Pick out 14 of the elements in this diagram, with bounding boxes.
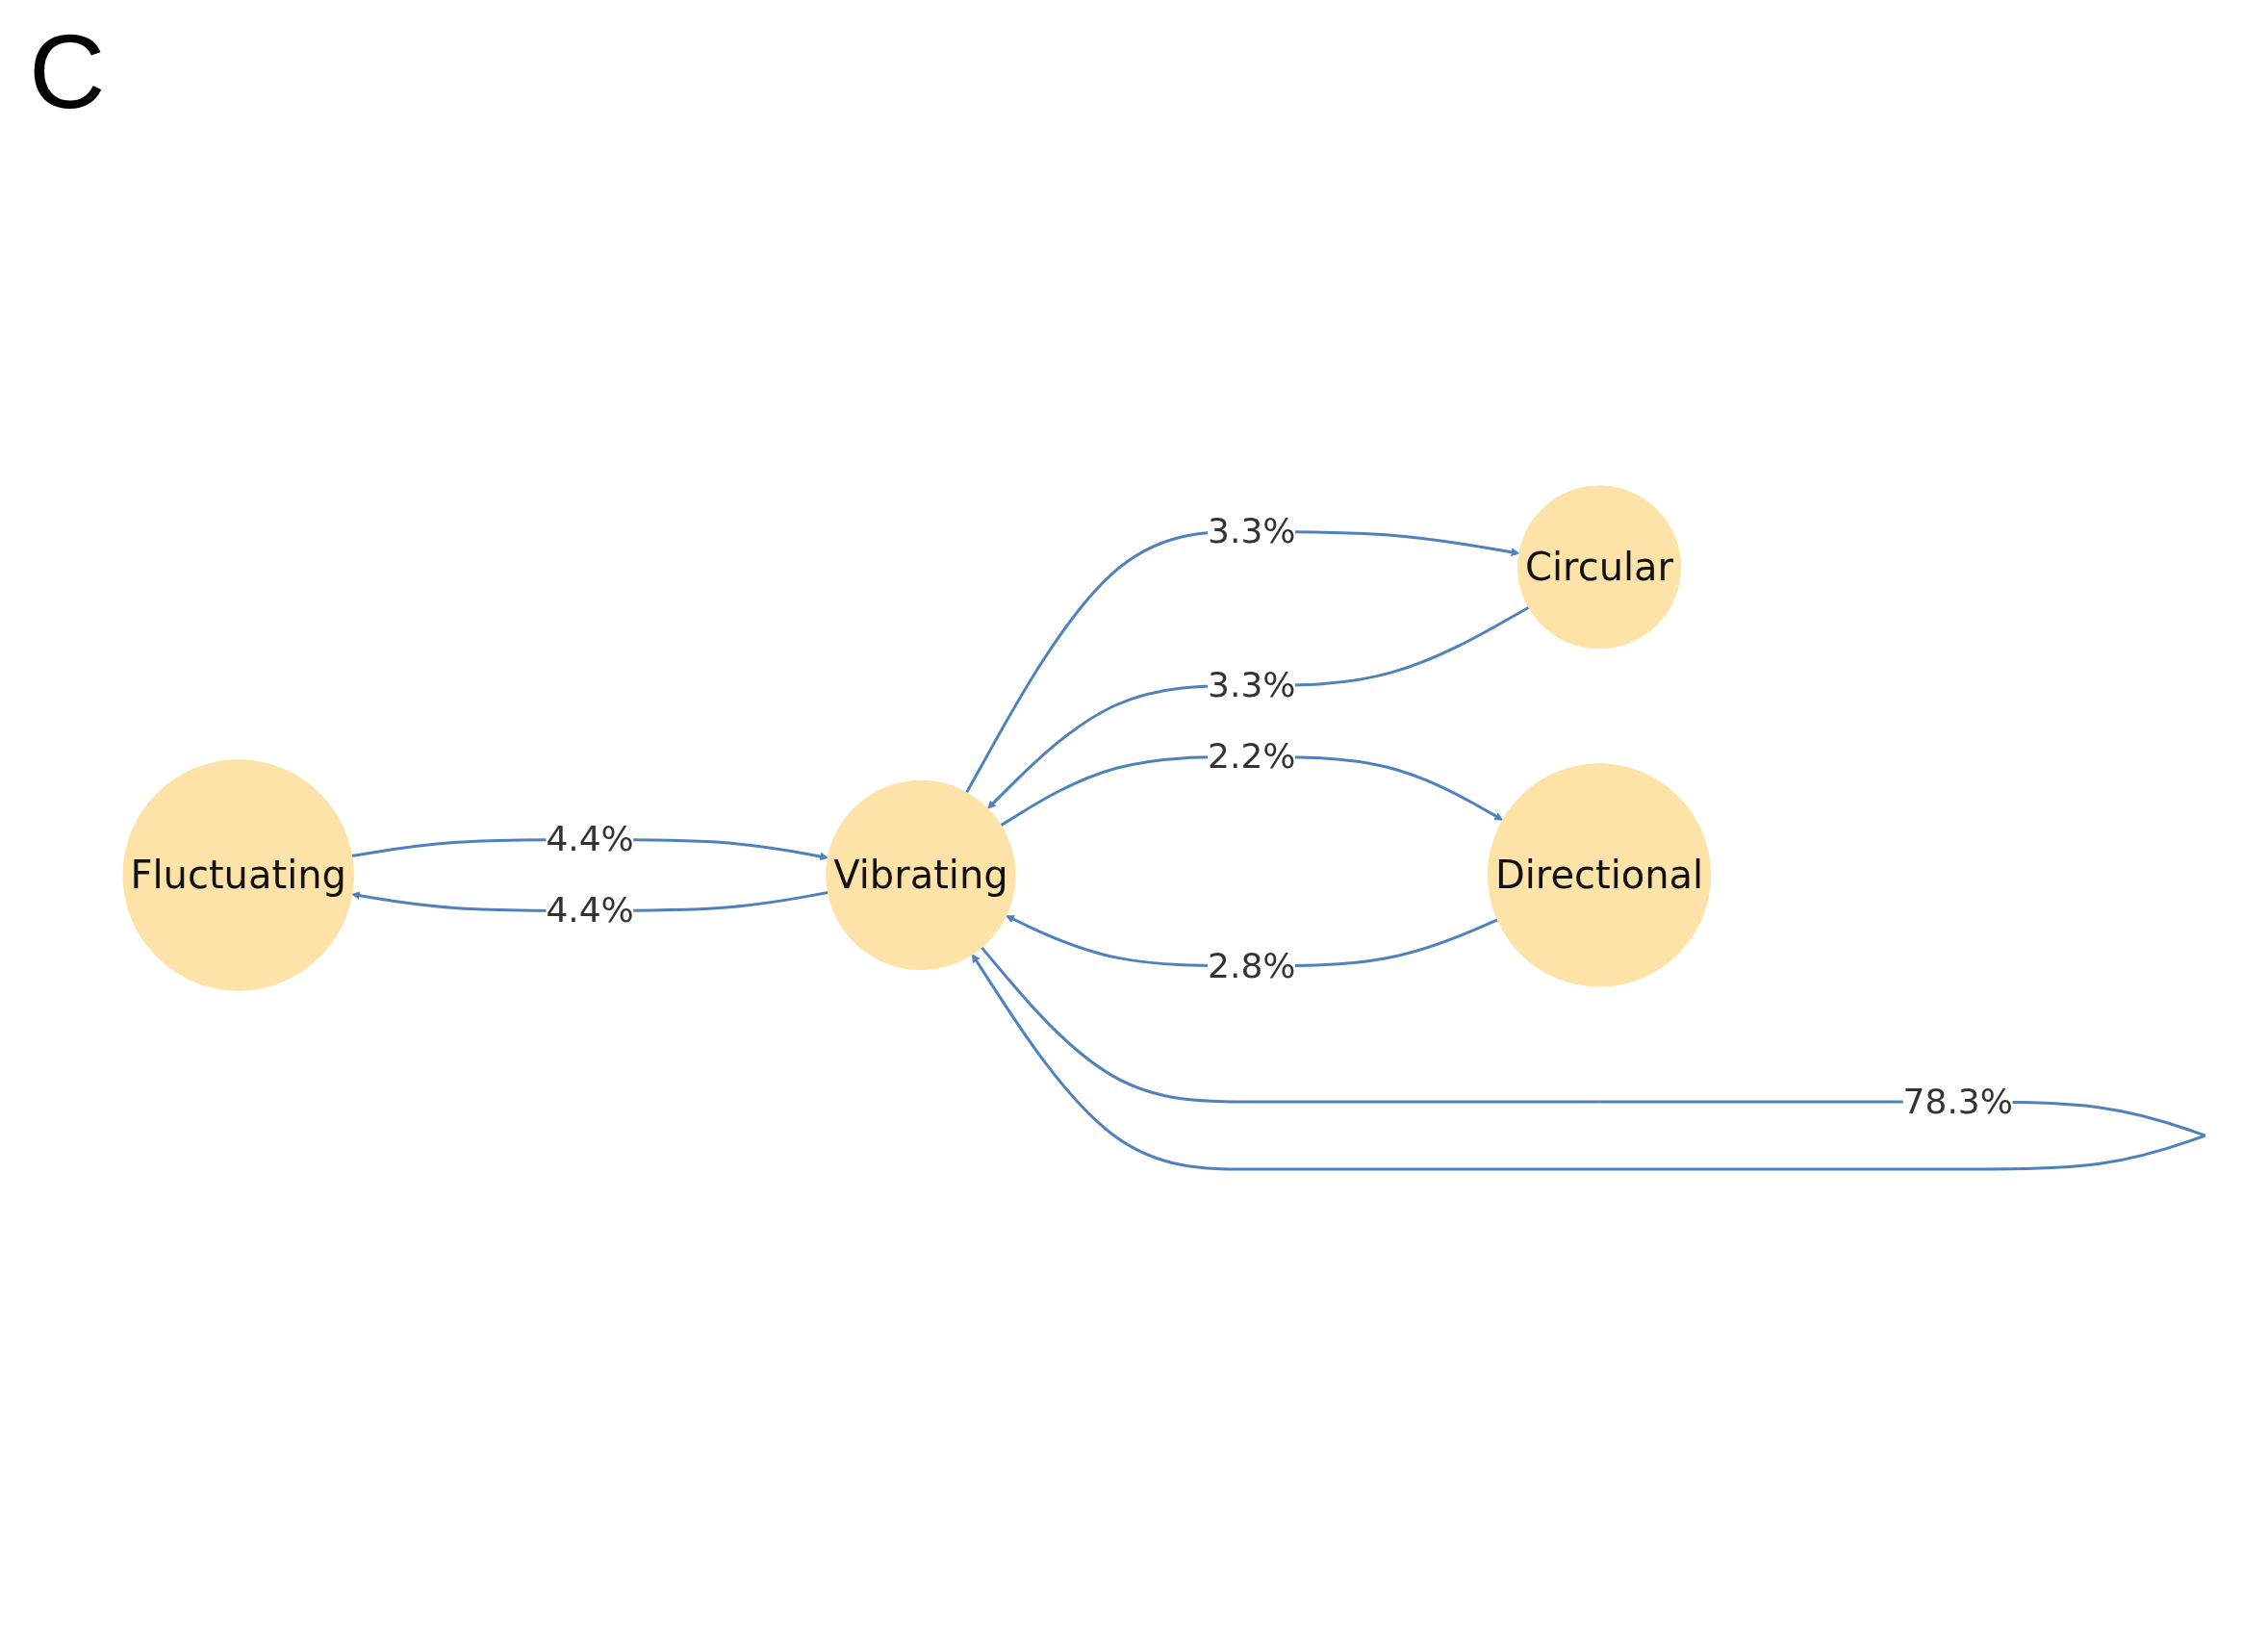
node-circle: Circular bbox=[1517, 485, 1682, 650]
node-circle: Fluctuating bbox=[122, 759, 354, 991]
edge-label: 3.3% bbox=[1208, 511, 1296, 551]
edge-label: 4.4% bbox=[546, 890, 634, 931]
arrow bbox=[987, 605, 1530, 809]
edge-label: 3.3% bbox=[1208, 665, 1296, 705]
edge-label: 4.4% bbox=[546, 819, 634, 859]
arrow bbox=[965, 529, 1520, 794]
node-circle: Vibrating bbox=[826, 779, 1016, 971]
edge-label: 2.8% bbox=[1208, 945, 1296, 985]
edge-label: 2.2% bbox=[1208, 736, 1296, 777]
node-circle: Directional bbox=[1487, 763, 1712, 987]
panel-letter: C bbox=[29, 12, 106, 130]
edge-label: 78.3% bbox=[1902, 1082, 2013, 1122]
